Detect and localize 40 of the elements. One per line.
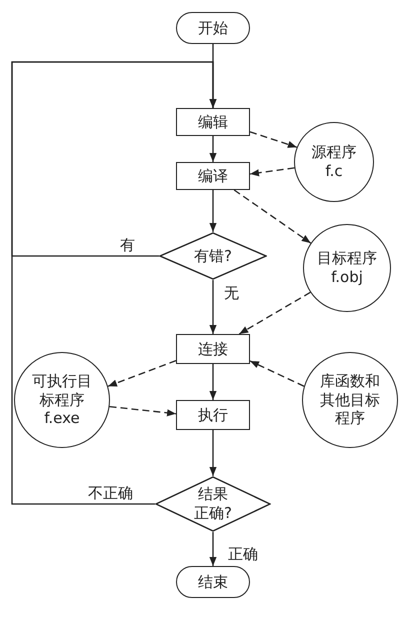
process-box	[176, 162, 250, 190]
node-text: 编译	[198, 166, 228, 186]
arrow	[209, 430, 217, 476]
node-text: 有错?	[194, 246, 232, 266]
node-text: 编辑	[198, 112, 228, 132]
decision-diamond	[159, 232, 267, 280]
arrow	[11, 61, 217, 505]
decision-diamond	[155, 476, 271, 532]
process-box	[176, 400, 250, 430]
edge-label: 无	[222, 284, 241, 303]
node-text: f.exe	[44, 409, 80, 428]
node-text: 结果正确?	[193, 485, 233, 523]
edge-label: 不正确	[86, 484, 135, 503]
arrow	[209, 532, 217, 566]
node-text: 库函数和其他目标程序	[319, 372, 381, 428]
edge-label: 有	[118, 236, 137, 255]
dashed-arrow	[109, 406, 176, 416]
arrow	[209, 190, 217, 232]
arrow	[209, 280, 217, 334]
node-text: 开始	[198, 18, 228, 38]
dashed-arrow	[238, 292, 311, 335]
process-box	[176, 108, 250, 136]
node-text: 源程序	[312, 143, 356, 162]
node-text: f.c	[325, 162, 343, 181]
edge-label: 正确	[226, 545, 260, 564]
node-text: 结束	[198, 572, 228, 592]
arrow	[209, 364, 217, 400]
node-text: 目标程序	[317, 249, 377, 268]
dashed-arrow	[250, 360, 304, 387]
node-text: 执行	[198, 406, 228, 424]
node-text: 连接	[198, 340, 228, 358]
terminal-node	[176, 566, 250, 598]
process-box	[176, 334, 250, 364]
arrow	[209, 136, 217, 162]
dashed-arrow	[234, 189, 312, 244]
dashed-arrow	[250, 167, 295, 176]
terminal-node	[176, 12, 250, 44]
dashed-arrow	[108, 360, 176, 387]
dashed-arrow	[250, 131, 298, 148]
node-text: f.obj	[331, 268, 363, 287]
